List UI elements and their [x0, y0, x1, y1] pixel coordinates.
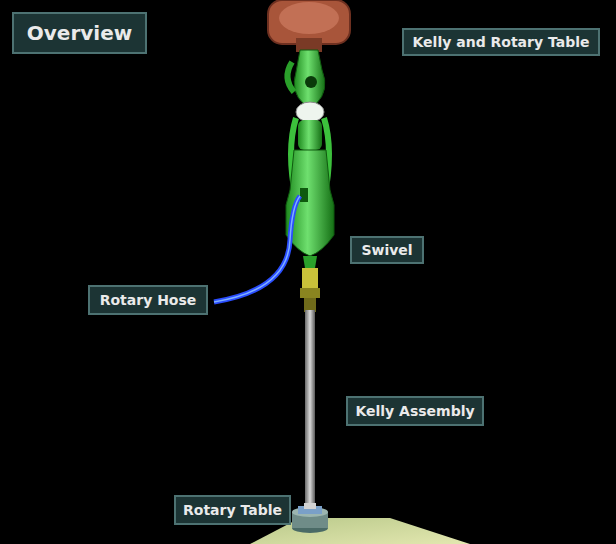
kelly-stem — [305, 310, 315, 510]
label-text: Kelly Assembly — [355, 403, 474, 419]
part-label: Rotary Hose — [88, 285, 208, 315]
label-text: Overview — [27, 21, 132, 45]
kelly-sub — [300, 268, 320, 312]
rotary-hose — [214, 196, 300, 302]
part-label: Kelly Assembly — [346, 396, 484, 426]
hose-highlight — [214, 196, 300, 302]
label-text: Kelly and Rotary Table — [413, 34, 590, 50]
title-box: Overview — [12, 12, 147, 54]
part-label: Rotary Table — [174, 495, 291, 525]
label-text: Swivel — [361, 242, 412, 258]
label-text: Rotary Table — [183, 502, 282, 518]
hook — [287, 50, 324, 104]
rotary-table — [292, 503, 328, 533]
heading-box: Kelly and Rotary Table — [402, 28, 600, 56]
part-label: Swivel — [350, 236, 424, 264]
traveling-block — [268, 0, 350, 52]
label-text: Rotary Hose — [100, 292, 197, 308]
